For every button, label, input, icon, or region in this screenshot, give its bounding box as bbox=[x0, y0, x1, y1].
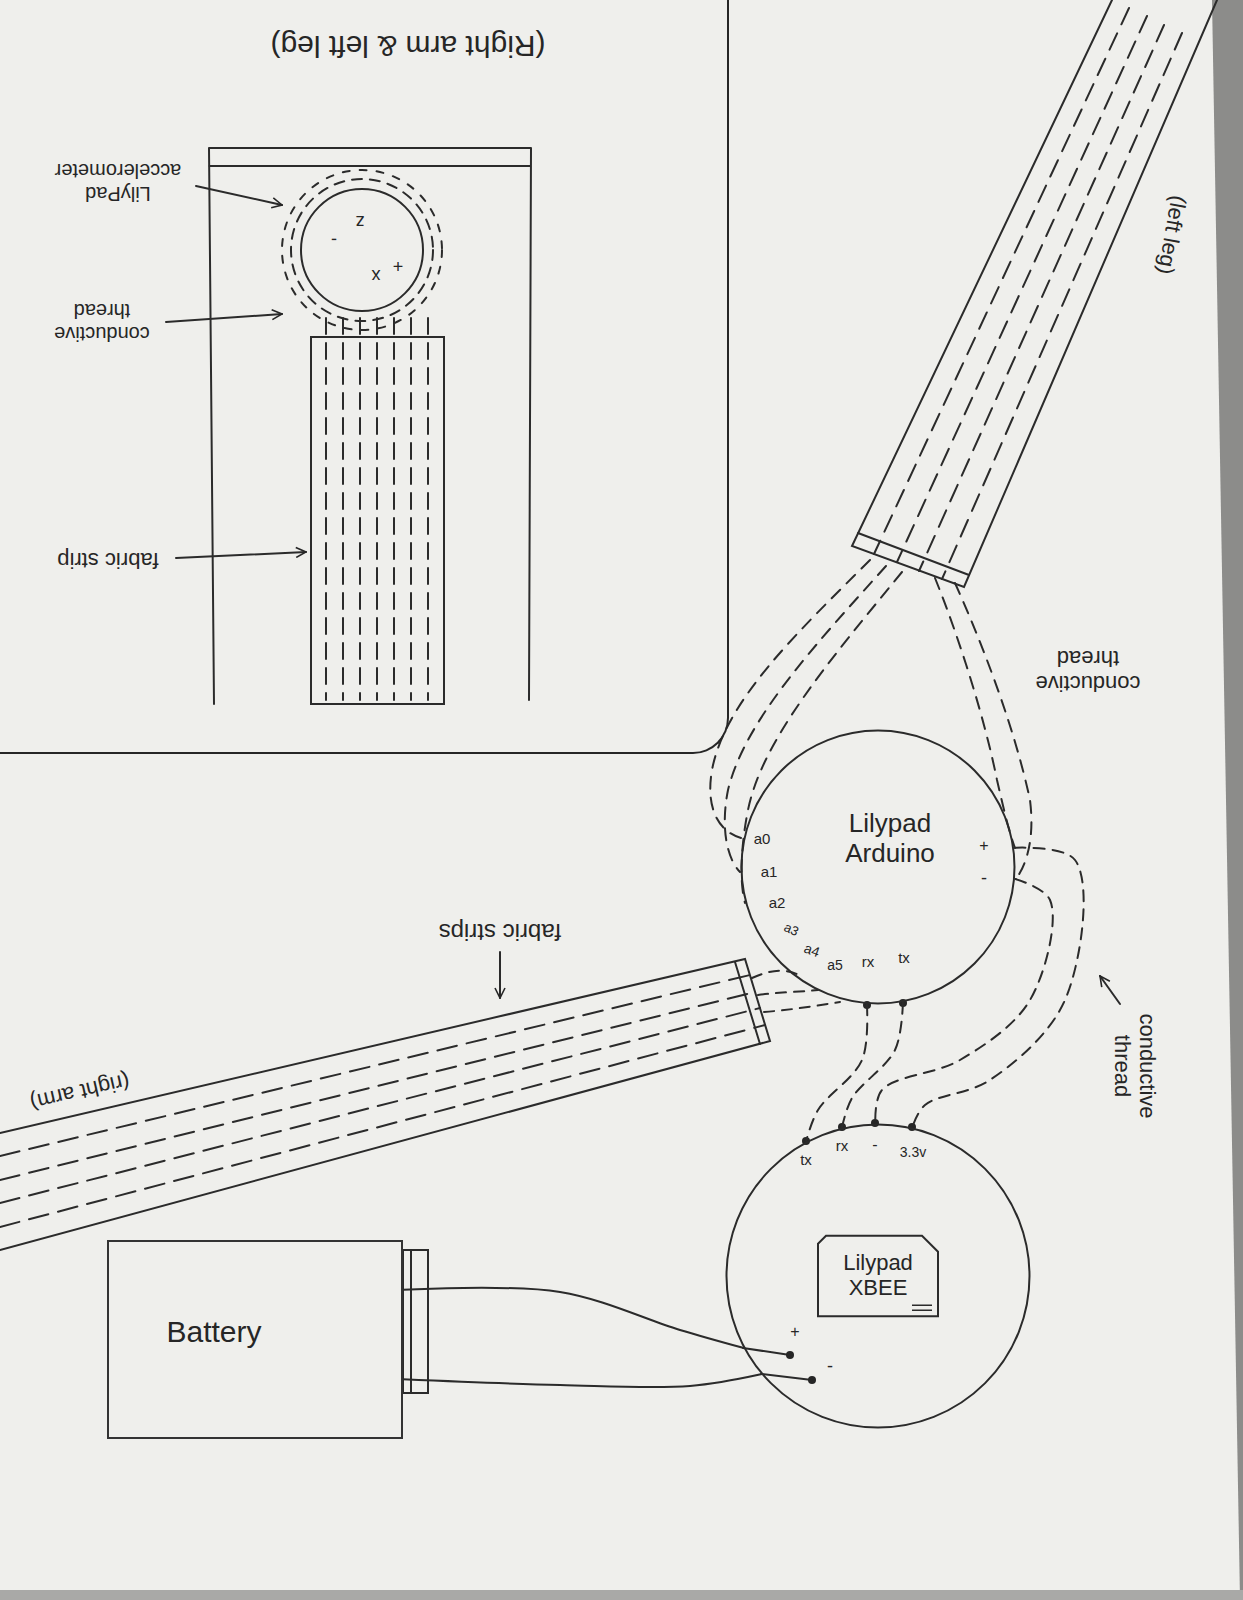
thread-stitch bbox=[874, 8, 1129, 554]
pin-label: rx bbox=[836, 1137, 849, 1154]
leader-line bbox=[499, 952, 501, 998]
thread-stitch bbox=[326, 318, 428, 700]
thread-stitch bbox=[0, 1008, 760, 1203]
thread-stitch bbox=[282, 170, 442, 330]
pin-dot bbox=[871, 1119, 879, 1127]
leader-line bbox=[166, 314, 282, 322]
conductive-thread bbox=[955, 583, 1031, 879]
fabric-strip bbox=[852, 0, 1217, 587]
conductive-thread bbox=[758, 990, 818, 995]
table-edge bbox=[0, 1590, 1243, 1600]
arduino-board: Lilypad Arduino bbox=[740, 729, 1016, 1005]
callout-label: fabric strip bbox=[57, 547, 158, 572]
thread-stitch bbox=[942, 33, 1182, 579]
wire-lead bbox=[761, 1374, 812, 1380]
conductive-thread bbox=[742, 572, 902, 903]
callout-label: fabric strips bbox=[439, 918, 562, 946]
leader-line bbox=[1100, 976, 1120, 1004]
thread-stitch bbox=[0, 992, 755, 1180]
board-outline bbox=[740, 729, 1016, 1005]
board-outline bbox=[742, 731, 1015, 1004]
garment-outline bbox=[209, 148, 531, 704]
thread-stitch bbox=[410, 318, 412, 700]
board-outline bbox=[727, 1125, 1030, 1428]
thread-stitch bbox=[342, 318, 344, 700]
conductive-thread bbox=[912, 848, 1083, 1127]
battery-wire bbox=[403, 1374, 761, 1387]
thread-stitch bbox=[897, 16, 1147, 562]
strip-label: (left leg) bbox=[1153, 194, 1192, 277]
conductive-thread bbox=[875, 879, 1053, 1123]
pin-label: a1 bbox=[761, 863, 778, 880]
conductive-thread bbox=[710, 560, 870, 838]
thread-stitch bbox=[393, 318, 395, 700]
wire-lead bbox=[743, 1348, 790, 1355]
pin-label: + bbox=[393, 256, 404, 277]
pin-label: - bbox=[872, 1136, 877, 1154]
panel-heading: (Right arm & left leg) bbox=[270, 29, 545, 64]
pin-dot bbox=[786, 1351, 794, 1359]
pin-dot bbox=[908, 1123, 916, 1131]
battery-wire bbox=[403, 1288, 743, 1348]
table-edge bbox=[1212, 0, 1243, 1600]
board-name: Lilypad Arduino bbox=[833, 809, 948, 869]
battery-connector bbox=[403, 1250, 428, 1393]
thread-stitch bbox=[359, 318, 361, 700]
pin-label: + bbox=[790, 1323, 799, 1341]
pin-dot bbox=[808, 1376, 816, 1384]
pin-label: - bbox=[981, 868, 987, 889]
xbee-radio-outline bbox=[818, 1236, 938, 1317]
conductive-thread bbox=[725, 566, 886, 872]
pin-label: x bbox=[372, 266, 381, 287]
battery-label: Battery bbox=[166, 1315, 261, 1350]
board-name: Lilypad XBEE bbox=[832, 1250, 924, 1301]
thread-stitch bbox=[376, 318, 378, 700]
board-outline bbox=[725, 1123, 1031, 1429]
thread-stitch bbox=[325, 318, 327, 700]
connector-layer bbox=[403, 848, 1084, 1388]
battery-connector bbox=[410, 1250, 412, 1393]
pin-label: a4 bbox=[802, 940, 822, 960]
pin-label: z bbox=[356, 212, 365, 233]
thread-stitch bbox=[0, 975, 750, 1156]
pin-label: a0 bbox=[754, 830, 771, 847]
radio-mark bbox=[912, 1305, 932, 1310]
strip-label: (right arm) bbox=[28, 1068, 133, 1115]
leader-line bbox=[196, 186, 282, 205]
leader-line bbox=[176, 552, 306, 558]
callout-label: conductive thread bbox=[1110, 1011, 1161, 1121]
battery-box: Battery bbox=[107, 1240, 403, 1439]
conductive-thread bbox=[752, 971, 799, 978]
callout-label: conductive thread bbox=[1028, 646, 1148, 697]
accelerometer-board bbox=[301, 189, 423, 311]
callout-label: conductive thread bbox=[47, 299, 157, 345]
pin-label: 3.3v bbox=[900, 1144, 926, 1160]
thread-stitch bbox=[0, 1025, 765, 1227]
pin-label: tx bbox=[898, 949, 910, 966]
thread-stitch bbox=[919, 25, 1164, 571]
conductive-thread bbox=[806, 1005, 867, 1141]
pin-label: rx bbox=[862, 953, 875, 970]
pin-label: + bbox=[979, 837, 988, 855]
conductive-thread bbox=[935, 578, 1015, 848]
pin-label: a5 bbox=[827, 957, 843, 973]
inset-panel: (Right arm & left leg) bbox=[0, 0, 729, 754]
callout-label: LilyPad accelerometer bbox=[48, 159, 188, 205]
pin-label: a3 bbox=[781, 920, 800, 940]
xbee-board: Lilypad XBEE bbox=[725, 1123, 1031, 1429]
pin-label: - bbox=[827, 1356, 833, 1377]
thread-stitch bbox=[427, 318, 429, 700]
conductive-thread bbox=[764, 1002, 840, 1012]
conductive-thread bbox=[842, 1003, 903, 1128]
thread-stitch bbox=[291, 179, 433, 321]
pin-label: a2 bbox=[769, 894, 786, 911]
pin-label: - bbox=[331, 230, 337, 251]
fabric-strip bbox=[0, 959, 770, 1250]
pin-label: tx bbox=[800, 1151, 812, 1168]
